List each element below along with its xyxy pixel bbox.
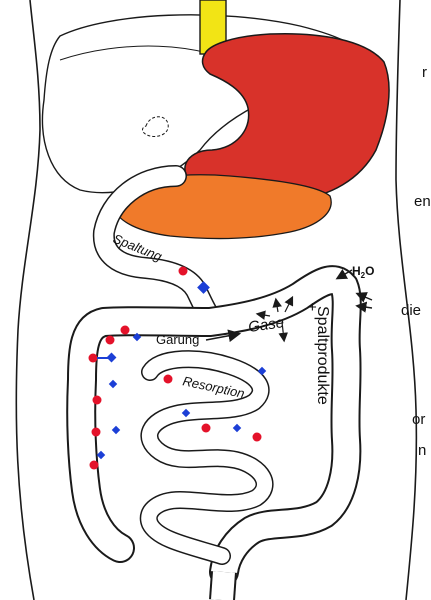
red-particle-icon [202, 424, 211, 433]
red-particle-icon [164, 375, 173, 384]
blue-particle-icon [233, 424, 241, 432]
label-gaerung: Gärung [156, 332, 199, 347]
body-outline-right [396, 0, 416, 600]
label-gase: Gase [247, 314, 285, 336]
label-water: H2O [352, 264, 374, 280]
red-particle-icon [93, 396, 102, 405]
red-particle-icon [179, 267, 188, 276]
blue-particle-icon [112, 426, 120, 434]
red-particle-icon [106, 336, 115, 345]
red-particle-icon [89, 354, 98, 363]
red-particle-icon [121, 326, 130, 335]
body-outline-left [16, 0, 40, 600]
blue-particle-icon [109, 380, 117, 388]
red-particle-icon [90, 461, 99, 470]
red-particle-icon [92, 428, 101, 437]
blue-particle-icon [97, 451, 105, 459]
blue-particle-icon [107, 353, 117, 363]
gallbladder [143, 117, 169, 137]
red-particle-icon [253, 433, 262, 442]
label-spaltprodukte: Spaltprodukte [314, 306, 331, 405]
